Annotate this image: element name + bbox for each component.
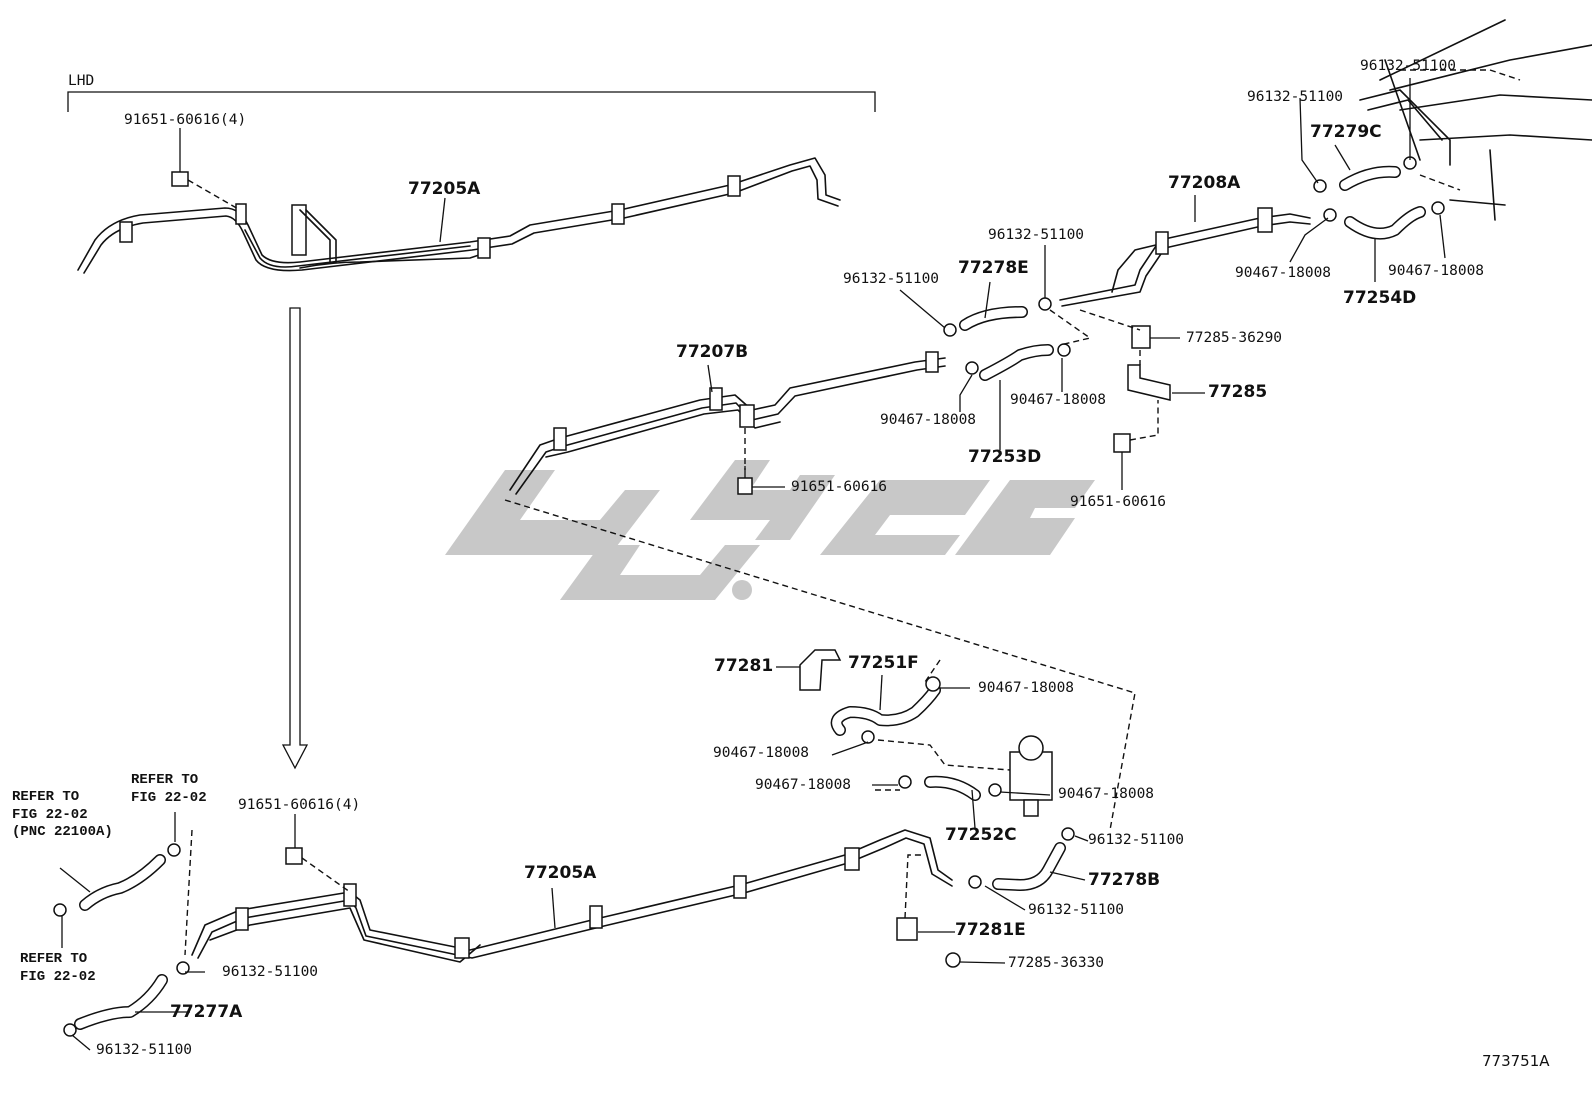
- lhd-bracket-line: [67, 91, 876, 112]
- watermark-logo: [445, 460, 1095, 600]
- upper-right-tube-assembly: [1059, 207, 1311, 307]
- figure-code: 773751A: [1482, 1052, 1550, 1070]
- label-bottom-bolt[interactable]: 91651-60616(4): [238, 797, 361, 813]
- label-clamp-90467-g[interactable]: 90467-18008: [755, 777, 852, 793]
- label-clamp-90467-c[interactable]: 90467-18008: [1010, 392, 1107, 408]
- label-clamp-90467-a[interactable]: 90467-18008: [1235, 265, 1332, 281]
- label-77254D[interactable]: 77254D: [1343, 288, 1417, 308]
- bottom-pipe-assembly: [191, 829, 953, 963]
- bracket-77281-icon: [799, 649, 842, 691]
- clamp-icon: [1313, 179, 1327, 193]
- mid-bolt-icon: [737, 477, 753, 495]
- routing-dashed-line: [504, 499, 1136, 831]
- label-77281E[interactable]: 77281E: [955, 920, 1026, 940]
- top-pipe-assembly: [77, 157, 841, 274]
- label-clamp-90467-e[interactable]: 90467-18008: [978, 680, 1075, 696]
- top-bolt-icon: [171, 171, 189, 187]
- label-77285[interactable]: 77285: [1208, 382, 1268, 402]
- middle-tube-assembly: [509, 351, 946, 495]
- label-bolt-mid[interactable]: 91651-60616: [791, 479, 888, 495]
- label-clip-96132-b[interactable]: 96132-51100: [843, 271, 940, 287]
- fuel-filter-region: [799, 649, 1075, 968]
- label-77278B[interactable]: 77278B: [1088, 870, 1161, 890]
- label-77277A[interactable]: 77277A: [170, 1002, 243, 1022]
- label-bolt-right[interactable]: 91651-60616: [1070, 494, 1167, 510]
- bracket-77285-icon: [1127, 364, 1171, 401]
- vehicle-body-outline: [1359, 19, 1592, 221]
- label-top-bolt[interactable]: 91651-60616(4): [124, 112, 247, 128]
- label-clip-96132-d[interactable]: 96132-51100: [1247, 89, 1344, 105]
- label-clamp-90467-d[interactable]: 90467-18008: [880, 412, 977, 428]
- label-bottom-pipe[interactable]: 77205A: [524, 863, 597, 883]
- note-refer-fig-a: REFER TO FIG 22-02: [131, 772, 207, 806]
- label-77285-36290[interactable]: 77285-36290: [1186, 330, 1283, 346]
- label-clip-96132-f[interactable]: 96132-51100: [1028, 902, 1125, 918]
- label-clamp-90467-h[interactable]: 90467-18008: [1058, 786, 1155, 802]
- clip-77285-icon: [1131, 325, 1151, 349]
- label-77278E[interactable]: 77278E: [958, 258, 1029, 278]
- variant-label: LHD: [68, 73, 95, 89]
- leader-lines: [59, 78, 1446, 1051]
- label-clip-96132-e[interactable]: 96132-51100: [1088, 832, 1185, 848]
- bracket-77281E-icon: [896, 917, 918, 941]
- label-77285-36330[interactable]: 77285-36330: [1008, 955, 1105, 971]
- label-top-pipe[interactable]: 77205A: [408, 179, 481, 199]
- bottom-bolt-icon: [285, 847, 303, 865]
- right-bolt-icon: [1113, 433, 1131, 453]
- label-77252C[interactable]: 77252C: [945, 825, 1017, 845]
- label-clip-96132-g[interactable]: 96132-51100: [222, 964, 319, 980]
- label-77253D[interactable]: 77253D: [968, 447, 1042, 467]
- label-clip-96132-h[interactable]: 96132-51100: [96, 1042, 193, 1058]
- label-clip-96132-c[interactable]: 96132-51100: [1360, 58, 1457, 74]
- note-refer-fig-pnc: REFER TO FIG 22-02 (PNC 22100A): [12, 789, 113, 840]
- bottom-left-hoses: [53, 829, 193, 1037]
- note-refer-fig-b: REFER TO FIG 22-02: [20, 951, 96, 985]
- label-clamp-90467-f[interactable]: 90467-18008: [713, 745, 810, 761]
- hoses-top-right: [943, 156, 1445, 453]
- label-77251F[interactable]: 77251F: [848, 653, 919, 673]
- label-77281[interactable]: 77281: [714, 656, 774, 676]
- direction-arrow: [281, 307, 309, 770]
- label-clip-96132-a[interactable]: 96132-51100: [988, 227, 1085, 243]
- label-clamp-90467-b[interactable]: 90467-18008: [1388, 263, 1485, 279]
- label-77208A[interactable]: 77208A: [1168, 173, 1241, 193]
- label-77279C[interactable]: 77279C: [1310, 122, 1382, 142]
- label-77207B[interactable]: 77207B: [676, 342, 749, 362]
- top-fuel-filter-bracket: [291, 204, 307, 256]
